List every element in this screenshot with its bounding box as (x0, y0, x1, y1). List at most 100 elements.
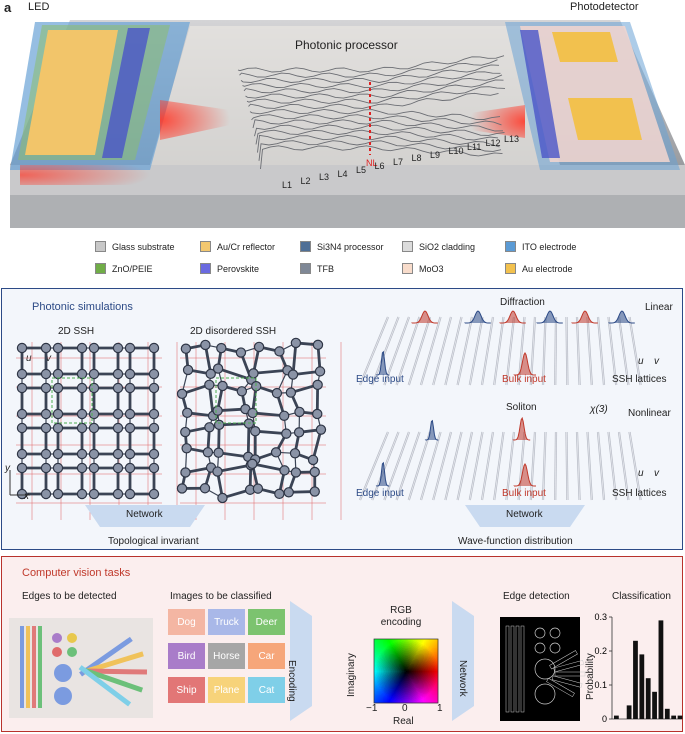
edge-detection-title: Edge detection (503, 591, 570, 602)
legend-label: SiO2 cladding (419, 241, 476, 252)
pd-light-cone (470, 105, 525, 138)
soliton-edge-pulse (424, 419, 439, 441)
image-tile-ship: Ship (168, 677, 205, 703)
legend-swatch (402, 263, 413, 274)
x-axis-label: x (24, 491, 29, 502)
soliton-label: Soliton (506, 402, 537, 413)
layer-label-5: L5 (356, 164, 367, 175)
legend-item-7: TFB (300, 263, 334, 274)
panel-b-title: Photonic simulations (32, 301, 133, 313)
ssh-title: 2D SSH (58, 326, 95, 337)
chart-bar (658, 620, 664, 719)
edges-image (9, 618, 153, 718)
u-label-right-2: u (638, 468, 644, 479)
chart-bar (664, 708, 670, 719)
chart-bar (652, 691, 657, 719)
dssh-title: 2D disordered SSH (190, 326, 277, 337)
u-label-left: u (26, 353, 32, 364)
legend-item-9: Au electrode (505, 263, 573, 274)
device-illustration (10, 20, 685, 228)
image-tile-car: Car (248, 643, 285, 669)
layer-label-6: L6 (374, 161, 385, 171)
legend-label: Si3N4 processor (317, 241, 384, 252)
nl-label: NL (366, 158, 378, 168)
chart-y-tick-label: 0.1 (594, 680, 607, 690)
edge-input-top: Edge input (356, 374, 404, 385)
linear-waveguide-array (358, 316, 642, 386)
legend-label: ZnO/PEIE (112, 263, 153, 274)
layer-label-2: L2 (300, 176, 311, 187)
image-tile-truck: Truck (208, 609, 245, 635)
classification-chart: 00.10.20.3 (594, 612, 683, 724)
led-gold-pad (25, 30, 118, 155)
image-tile-plane: Plane (208, 677, 245, 703)
chart-bar (645, 678, 651, 719)
ssh-lattices-top: SSH lattices (612, 374, 667, 385)
linear-label: Linear (645, 302, 673, 313)
legend-label: ITO electrode (522, 241, 577, 252)
legend-label: Glass substrate (112, 241, 175, 252)
photodetector-label: Photodetector (570, 1, 639, 13)
legend-label: TFB (317, 263, 334, 274)
legend-swatch (300, 241, 311, 252)
diffraction-pulse (464, 310, 491, 324)
layer-label-12: L12 (485, 138, 501, 149)
rgb-tick-1: 1 (437, 703, 443, 714)
panel-c-title: Computer vision tasks (22, 567, 131, 579)
diffraction-pulse (536, 310, 563, 324)
edge-input-pulse (375, 350, 390, 376)
encoding-label: Encoding (286, 660, 297, 702)
legend-swatch (505, 263, 516, 274)
bulk-input-bottom: Bulk input (502, 488, 546, 499)
bulk-input-pulse-2 (513, 463, 537, 487)
wavefunction-label: Wave-function distribution (458, 536, 573, 547)
bulk-input-pulse (513, 352, 537, 376)
edges-title: Edges to be detected (22, 591, 117, 602)
led-light-cone (160, 100, 230, 140)
layer-label-1: L1 (282, 180, 293, 190)
bulk-input-top: Bulk input (502, 374, 546, 385)
rgb-encoding-title: RGB encoding (380, 605, 422, 628)
chart-bar (639, 654, 645, 719)
layer-label-10: L10 (448, 145, 464, 156)
chart-bar (633, 640, 638, 719)
processor-label: Photonic processor (295, 38, 398, 52)
chi-label: χ(3) (590, 404, 608, 415)
diffraction-pulse (608, 310, 635, 324)
legend-item-3: SiO2 cladding (402, 241, 475, 252)
diffraction-pulse (411, 310, 438, 324)
legend-swatch (402, 241, 413, 252)
image-tile-cat: Cat (248, 677, 285, 703)
edge-detection-output (500, 617, 586, 721)
encoding-arrow (290, 601, 312, 721)
layer-label-3: L3 (319, 172, 330, 183)
led-label: LED (28, 1, 50, 13)
rgb-tick-neg1: −1 (366, 703, 378, 714)
v-label-right-2: v (654, 468, 659, 479)
legend-swatch (95, 263, 106, 274)
layer-label-7: L7 (393, 157, 404, 168)
edge-input-bottom: Edge input (356, 488, 404, 499)
probability-label: Probability (585, 653, 596, 700)
legend-swatch (200, 241, 211, 252)
image-tile-dog: Dog (168, 609, 205, 635)
network-arrow-left (85, 505, 205, 527)
network-c-label: Network (457, 660, 468, 697)
rgb-tick-0: 0 (402, 703, 408, 714)
y-axis-label: y (5, 463, 10, 474)
nonlinear-waveguide-array (358, 431, 642, 501)
edge-input-pulse-2 (375, 461, 390, 487)
chart-bar (671, 715, 677, 719)
legend-item-6: Perovskite (200, 263, 259, 274)
soliton-bulk-pulse (512, 416, 531, 441)
legend-label: Perovskite (217, 263, 260, 274)
network-arrow-c (452, 601, 474, 721)
chart-bar (614, 715, 619, 719)
image-tile-deer: Deer (248, 609, 285, 635)
v-label-right: v (654, 356, 659, 367)
legend-item-4: ITO electrode (505, 241, 576, 252)
layer-label-9: L9 (430, 149, 441, 160)
legend-item-5: ZnO/PEIE (95, 263, 153, 274)
pd-gold-pad-bottom (568, 98, 642, 140)
legend-swatch (200, 263, 211, 274)
